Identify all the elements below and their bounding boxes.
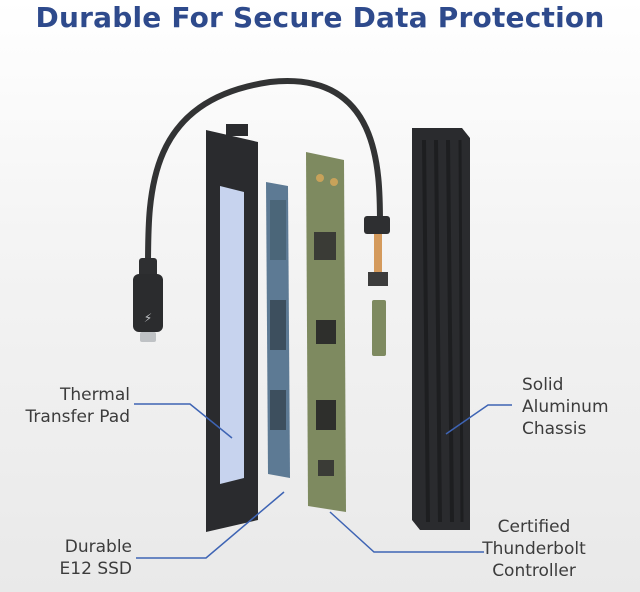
ssd-label: Durable E12 SSD <box>59 537 132 579</box>
internal-connector <box>364 216 390 356</box>
callout-ssd <box>136 491 285 559</box>
thunderbolt-controller-pcb <box>306 152 346 512</box>
chassis-label: Solid Aluminum Chassis <box>522 375 609 439</box>
thermal-pad-bracket <box>206 124 258 532</box>
aluminum-chassis <box>412 128 470 530</box>
thermal-pad-label: Thermal Transfer Pad <box>25 385 130 427</box>
page-title: Durable For Secure Data Protection <box>35 1 605 34</box>
controller-label: Certified Thunderbolt Controller <box>482 517 586 581</box>
usb-c-plug: ⚡ <box>133 258 163 342</box>
callout-chassis <box>445 404 512 435</box>
e12-ssd <box>266 182 290 478</box>
callout-controller <box>329 511 484 553</box>
callout-thermal-pad <box>134 403 233 439</box>
thunderbolt-icon: ⚡ <box>144 311 152 325</box>
thunderbolt-cable <box>145 78 383 271</box>
